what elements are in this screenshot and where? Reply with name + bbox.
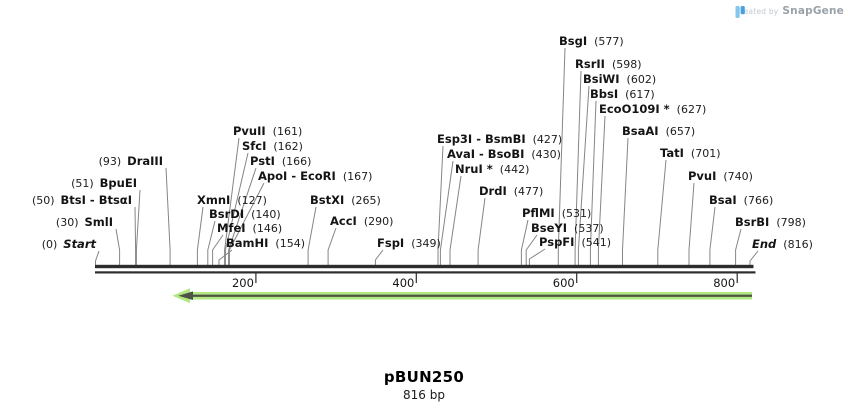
site-label-xmni[interactable]: XmnI(127): [197, 193, 267, 208]
leader-line-bstxi: [307, 206, 317, 267]
leader-line-tati: [657, 159, 667, 267]
site-label-acci[interactable]: AccI(290): [330, 214, 394, 229]
ruler-tick-200: [255, 273, 257, 283]
site-label-pvui[interactable]: PvuI(740): [688, 169, 753, 184]
leader-line-nrui: [449, 175, 462, 267]
site-label-tati[interactable]: TatI(701): [660, 146, 721, 161]
leader-line-avai-bsobi: [439, 160, 454, 267]
leader-line-sfci: [224, 152, 249, 267]
snapgene-brand-text: SnapGene: [782, 5, 844, 17]
site-label-bpuei[interactable]: (51)BpuEI: [71, 176, 137, 191]
site-label-esp3i-bsmbi[interactable]: Esp3I - BsmBI(427): [437, 132, 563, 147]
leader-line-pflmi: [520, 219, 529, 267]
site-label-start[interactable]: (0)Start: [41, 237, 96, 252]
site-label-bsiwi[interactable]: BsiWI(602): [583, 72, 657, 87]
leader-line-xmni: [196, 206, 204, 267]
leader-line-draiii: [165, 167, 171, 267]
leader-line-ecoo109i: [597, 115, 606, 267]
leader-line-bsgi: [557, 47, 566, 267]
site-label-rsrii[interactable]: RsrII(598): [575, 57, 642, 72]
leader-line-drdi: [477, 197, 486, 267]
site-label-end[interactable]: End(816): [752, 237, 813, 252]
leader-line-pvuii: [224, 137, 240, 267]
site-label-btsi-bts-i[interactable]: (50)BtsI - BtsαI: [31, 193, 132, 208]
created-by-text: Created by: [735, 6, 779, 16]
site-label-sfci[interactable]: SfcI(162): [242, 139, 303, 154]
leader-line-esp3i-bsmbi: [437, 145, 444, 267]
site-label-nrui[interactable]: NruI *(442): [455, 162, 530, 177]
ruler-tick-600: [576, 273, 578, 283]
site-label-bsaai[interactable]: BsaAI(657): [622, 124, 696, 139]
site-label-draiii[interactable]: (93)DraIII: [98, 154, 163, 169]
sequence-line: [95, 264, 754, 269]
site-label-drdi[interactable]: DrdI(477): [479, 184, 544, 199]
site-label-pspfi[interactable]: PspFI(541): [539, 235, 612, 250]
leader-line-btsi-bts-i: [134, 206, 137, 267]
site-label-psti[interactable]: PstI(166): [250, 154, 312, 169]
ruler-number-600: 600: [552, 276, 575, 290]
leader-line-bsaai: [622, 137, 629, 267]
leader-line-psti: [228, 167, 257, 267]
site-label-avai-bsobi[interactable]: AvaI - BsoBI(430): [447, 147, 561, 162]
site-label-fspi[interactable]: FspI(349): [377, 236, 441, 251]
site-label-bsgi[interactable]: BsgI(577): [559, 34, 624, 49]
leader-line-bsai: [709, 206, 716, 267]
leader-line-start: [95, 250, 100, 267]
leader-line-end: [749, 250, 759, 267]
site-label-smli[interactable]: (30)SmlI: [55, 215, 113, 230]
ruler-number-800: 800: [713, 276, 736, 290]
feature-arrow-core: [178, 291, 752, 300]
ruler-number-200: 200: [231, 276, 254, 290]
leader-line-bpuei: [135, 189, 141, 267]
leader-line-bseyi: [525, 234, 538, 267]
leader-line-bsrdi: [207, 220, 216, 267]
leader-line-smli: [115, 228, 121, 267]
site-label-bsrdi[interactable]: BsrDI(140): [209, 207, 281, 222]
leader-line-bbsi: [589, 100, 597, 267]
site-label-bseyi[interactable]: BseYI(537): [531, 221, 604, 236]
plasmid-name: pBUN250: [383, 368, 465, 386]
branding-watermark: Created by SnapGene: [735, 5, 844, 18]
site-label-pflmi[interactable]: PflMI(531): [522, 206, 592, 221]
site-label-bbsi[interactable]: BbsI(617): [590, 87, 655, 102]
leader-line-pspfi: [528, 248, 546, 267]
leader-line-acci: [327, 227, 337, 267]
site-label-bamhi[interactable]: BamHI(154): [226, 236, 306, 251]
leader-line-mfei: [212, 234, 224, 267]
site-label-apoi-ecori[interactable]: ApoI - EcoRI(167): [258, 169, 373, 184]
site-label-mfei[interactable]: MfeI(146): [217, 221, 283, 236]
title-block: pBUN250 816 bp: [0, 368, 848, 402]
leader-line-fspi: [374, 249, 384, 267]
site-label-bstxi[interactable]: BstXI(265): [310, 193, 381, 208]
site-label-bsai[interactable]: BsaI(766): [709, 193, 774, 208]
leader-line-apoi-ecori: [228, 182, 265, 267]
leader-line-bsiwi: [577, 85, 590, 267]
site-label-bsrbi[interactable]: BsrBI(798): [735, 215, 806, 230]
leader-line-pvui: [688, 182, 695, 267]
leader-line-rsrii: [574, 70, 582, 267]
leader-line-bamhi: [218, 249, 233, 267]
site-label-pvuii[interactable]: PvuII(161): [233, 124, 303, 139]
ruler-number-400: 400: [392, 276, 415, 290]
ruler-line: [95, 271, 756, 274]
snapgene-logo-icon: [735, 6, 745, 18]
ruler-tick-800: [736, 273, 738, 283]
site-label-ecoo109i[interactable]: EcoO109I *(627): [599, 102, 707, 117]
leader-line-bsrbi: [735, 228, 742, 267]
plasmid-length: 816 bp: [403, 388, 445, 402]
ruler-tick-400: [415, 273, 417, 283]
